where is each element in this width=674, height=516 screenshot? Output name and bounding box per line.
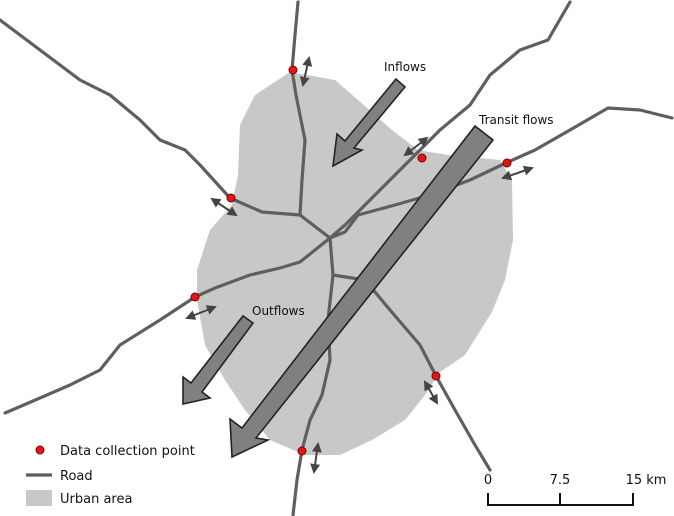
transit-flows-label: Transit flows <box>478 113 554 127</box>
double-arrow-icon <box>185 305 217 320</box>
road-west <box>0 18 332 240</box>
double-arrow-icon <box>310 442 322 474</box>
road-southwest <box>3 236 332 415</box>
road-center-link <box>328 213 360 240</box>
legend: Data collection point Road Urban area <box>26 444 195 507</box>
double-arrow-icon <box>403 136 429 157</box>
inflows-label: Inflows <box>384 60 426 74</box>
data-collection-point-icon <box>431 371 441 381</box>
legend-point-label: Data collection point <box>60 444 195 459</box>
scale-tick-1: 7.5 <box>550 473 571 488</box>
double-arrow-icon <box>501 165 534 181</box>
double-arrows <box>185 56 534 474</box>
data-collection-point-icon <box>190 292 200 302</box>
data-collection-point-icon <box>297 446 307 456</box>
outflows-label: Outflows <box>252 304 305 318</box>
double-arrow-icon <box>299 56 313 87</box>
data-collection-point-icon <box>226 193 236 203</box>
urban-area <box>197 72 513 455</box>
road-northeast <box>328 0 572 240</box>
data-collection-points <box>190 65 512 456</box>
legend-urban-label: Urban area <box>60 492 132 507</box>
legend-road-label: Road <box>60 469 93 484</box>
data-collection-point-icon <box>417 153 427 163</box>
legend-urban-icon <box>26 490 52 506</box>
road-east <box>356 106 674 217</box>
inflow-arrow <box>332 77 407 168</box>
double-arrow-icon <box>210 197 238 217</box>
scale-bar-line <box>487 493 634 506</box>
scale-tick-0: 0 <box>484 473 492 488</box>
transit-flow-arrow <box>229 124 495 459</box>
data-collection-point-icon <box>288 65 298 75</box>
scale-bar: 0 7.5 15 km <box>484 473 667 506</box>
outflow-arrow <box>182 314 255 405</box>
scale-tick-2: 15 km <box>626 473 667 488</box>
road-south <box>291 236 335 516</box>
data-collection-point-icon <box>502 158 512 168</box>
legend-point-icon <box>35 445 45 455</box>
road-north <box>290 0 307 217</box>
double-arrow-icon <box>424 380 438 405</box>
